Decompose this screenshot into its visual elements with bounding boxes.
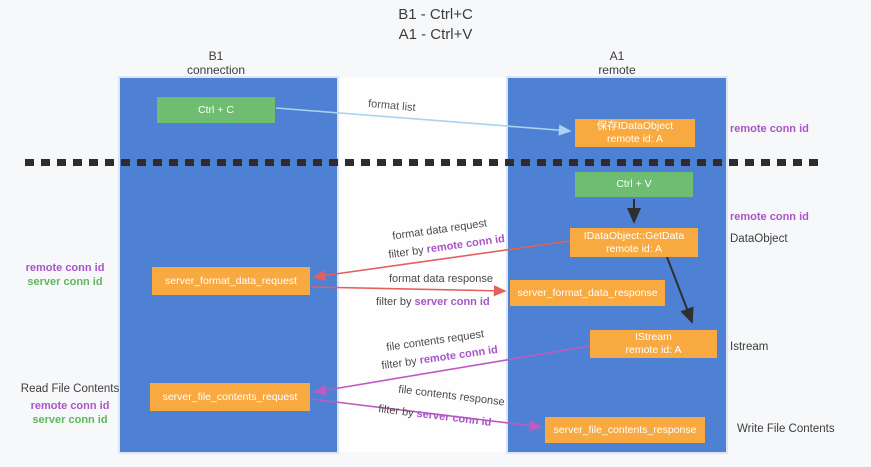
- left-format-conn-ids: remote conn id server conn id: [13, 262, 117, 289]
- node-server-format-data-request: server_format_data_request: [152, 267, 310, 295]
- title-line-1: B1 - Ctrl+C: [398, 6, 473, 23]
- node-istream-line1: IStream: [635, 331, 672, 343]
- lane-b1-role: connection: [186, 63, 246, 77]
- label-format-data-response-filter: filter by server conn id: [376, 296, 490, 308]
- node-save-idataobject: 保存IDataObject remote id: A: [575, 119, 695, 147]
- server-conn-id-key: server conn id: [414, 296, 490, 308]
- read-file-contents-label: Read File Contents: [20, 383, 120, 395]
- node-server-format-data-request-label: server_format_data_request: [165, 274, 297, 287]
- diagram-title: B1 - Ctrl+C A1 - Ctrl+V: [0, 5, 871, 45]
- node-istream-line2: remote id: A: [625, 344, 682, 356]
- lane-header-a1: A1 remote: [557, 49, 677, 77]
- node-ctrl-v: Ctrl + V: [575, 172, 693, 197]
- left-server-conn-id-label: server conn id: [27, 275, 103, 288]
- lane-b1-name: B1: [208, 49, 224, 63]
- label-format-data-response: format data response: [389, 273, 493, 285]
- lane-header-b1: B1 connection: [156, 49, 276, 77]
- title-line-2: A1 - Ctrl+V: [398, 26, 473, 43]
- write-file-contents-label: Write File Contents: [737, 423, 835, 435]
- node-save-idataobject-line2: remote id: A: [606, 133, 664, 145]
- left-remote-conn-id-label: remote conn id: [25, 262, 105, 274]
- node-istream: IStream remote id: A: [590, 330, 717, 358]
- node-server-file-contents-request: server_file_contents_request: [150, 383, 310, 411]
- dataobject-label: DataObject: [730, 233, 788, 245]
- left-remote-conn-id-label: remote conn id: [30, 400, 110, 412]
- node-save-idataobject-line1: 保存IDataObject: [596, 120, 674, 132]
- node-ctrl-c-label: Ctrl + C: [198, 103, 234, 116]
- right-remote-conn-id-label-mid: remote conn id: [730, 211, 809, 223]
- node-ctrl-v-label: Ctrl + V: [616, 178, 652, 190]
- node-ctrl-c: Ctrl + C: [157, 97, 275, 123]
- session-divider-dashed-line: [25, 159, 823, 166]
- right-remote-conn-id-label-top: remote conn id: [730, 123, 809, 135]
- node-server-file-contents-response: server_file_contents_response: [545, 417, 705, 443]
- node-getdata-line1: IDataObject::GetData: [583, 229, 685, 242]
- node-getdata-line2: remote id: A: [605, 242, 663, 255]
- node-server-file-contents-request-label: server_file_contents_request: [162, 390, 298, 403]
- left-file-conn-ids: remote conn id server conn id: [18, 400, 122, 427]
- node-server-file-contents-response-label: server_file_contents_response: [553, 423, 697, 436]
- left-server-conn-id-label: server conn id: [32, 413, 108, 426]
- node-idataobject-getdata: IDataObject::GetData remote id: A: [570, 228, 698, 257]
- node-server-format-data-response: server_format_data_response: [510, 280, 665, 306]
- istream-label: Istream: [730, 341, 769, 353]
- lane-a1-name: A1: [609, 49, 625, 63]
- filter-by-text: filter by: [376, 296, 415, 308]
- lane-a1-role: remote: [598, 63, 636, 77]
- node-server-format-data-response-label: server_format_data_response: [517, 286, 658, 299]
